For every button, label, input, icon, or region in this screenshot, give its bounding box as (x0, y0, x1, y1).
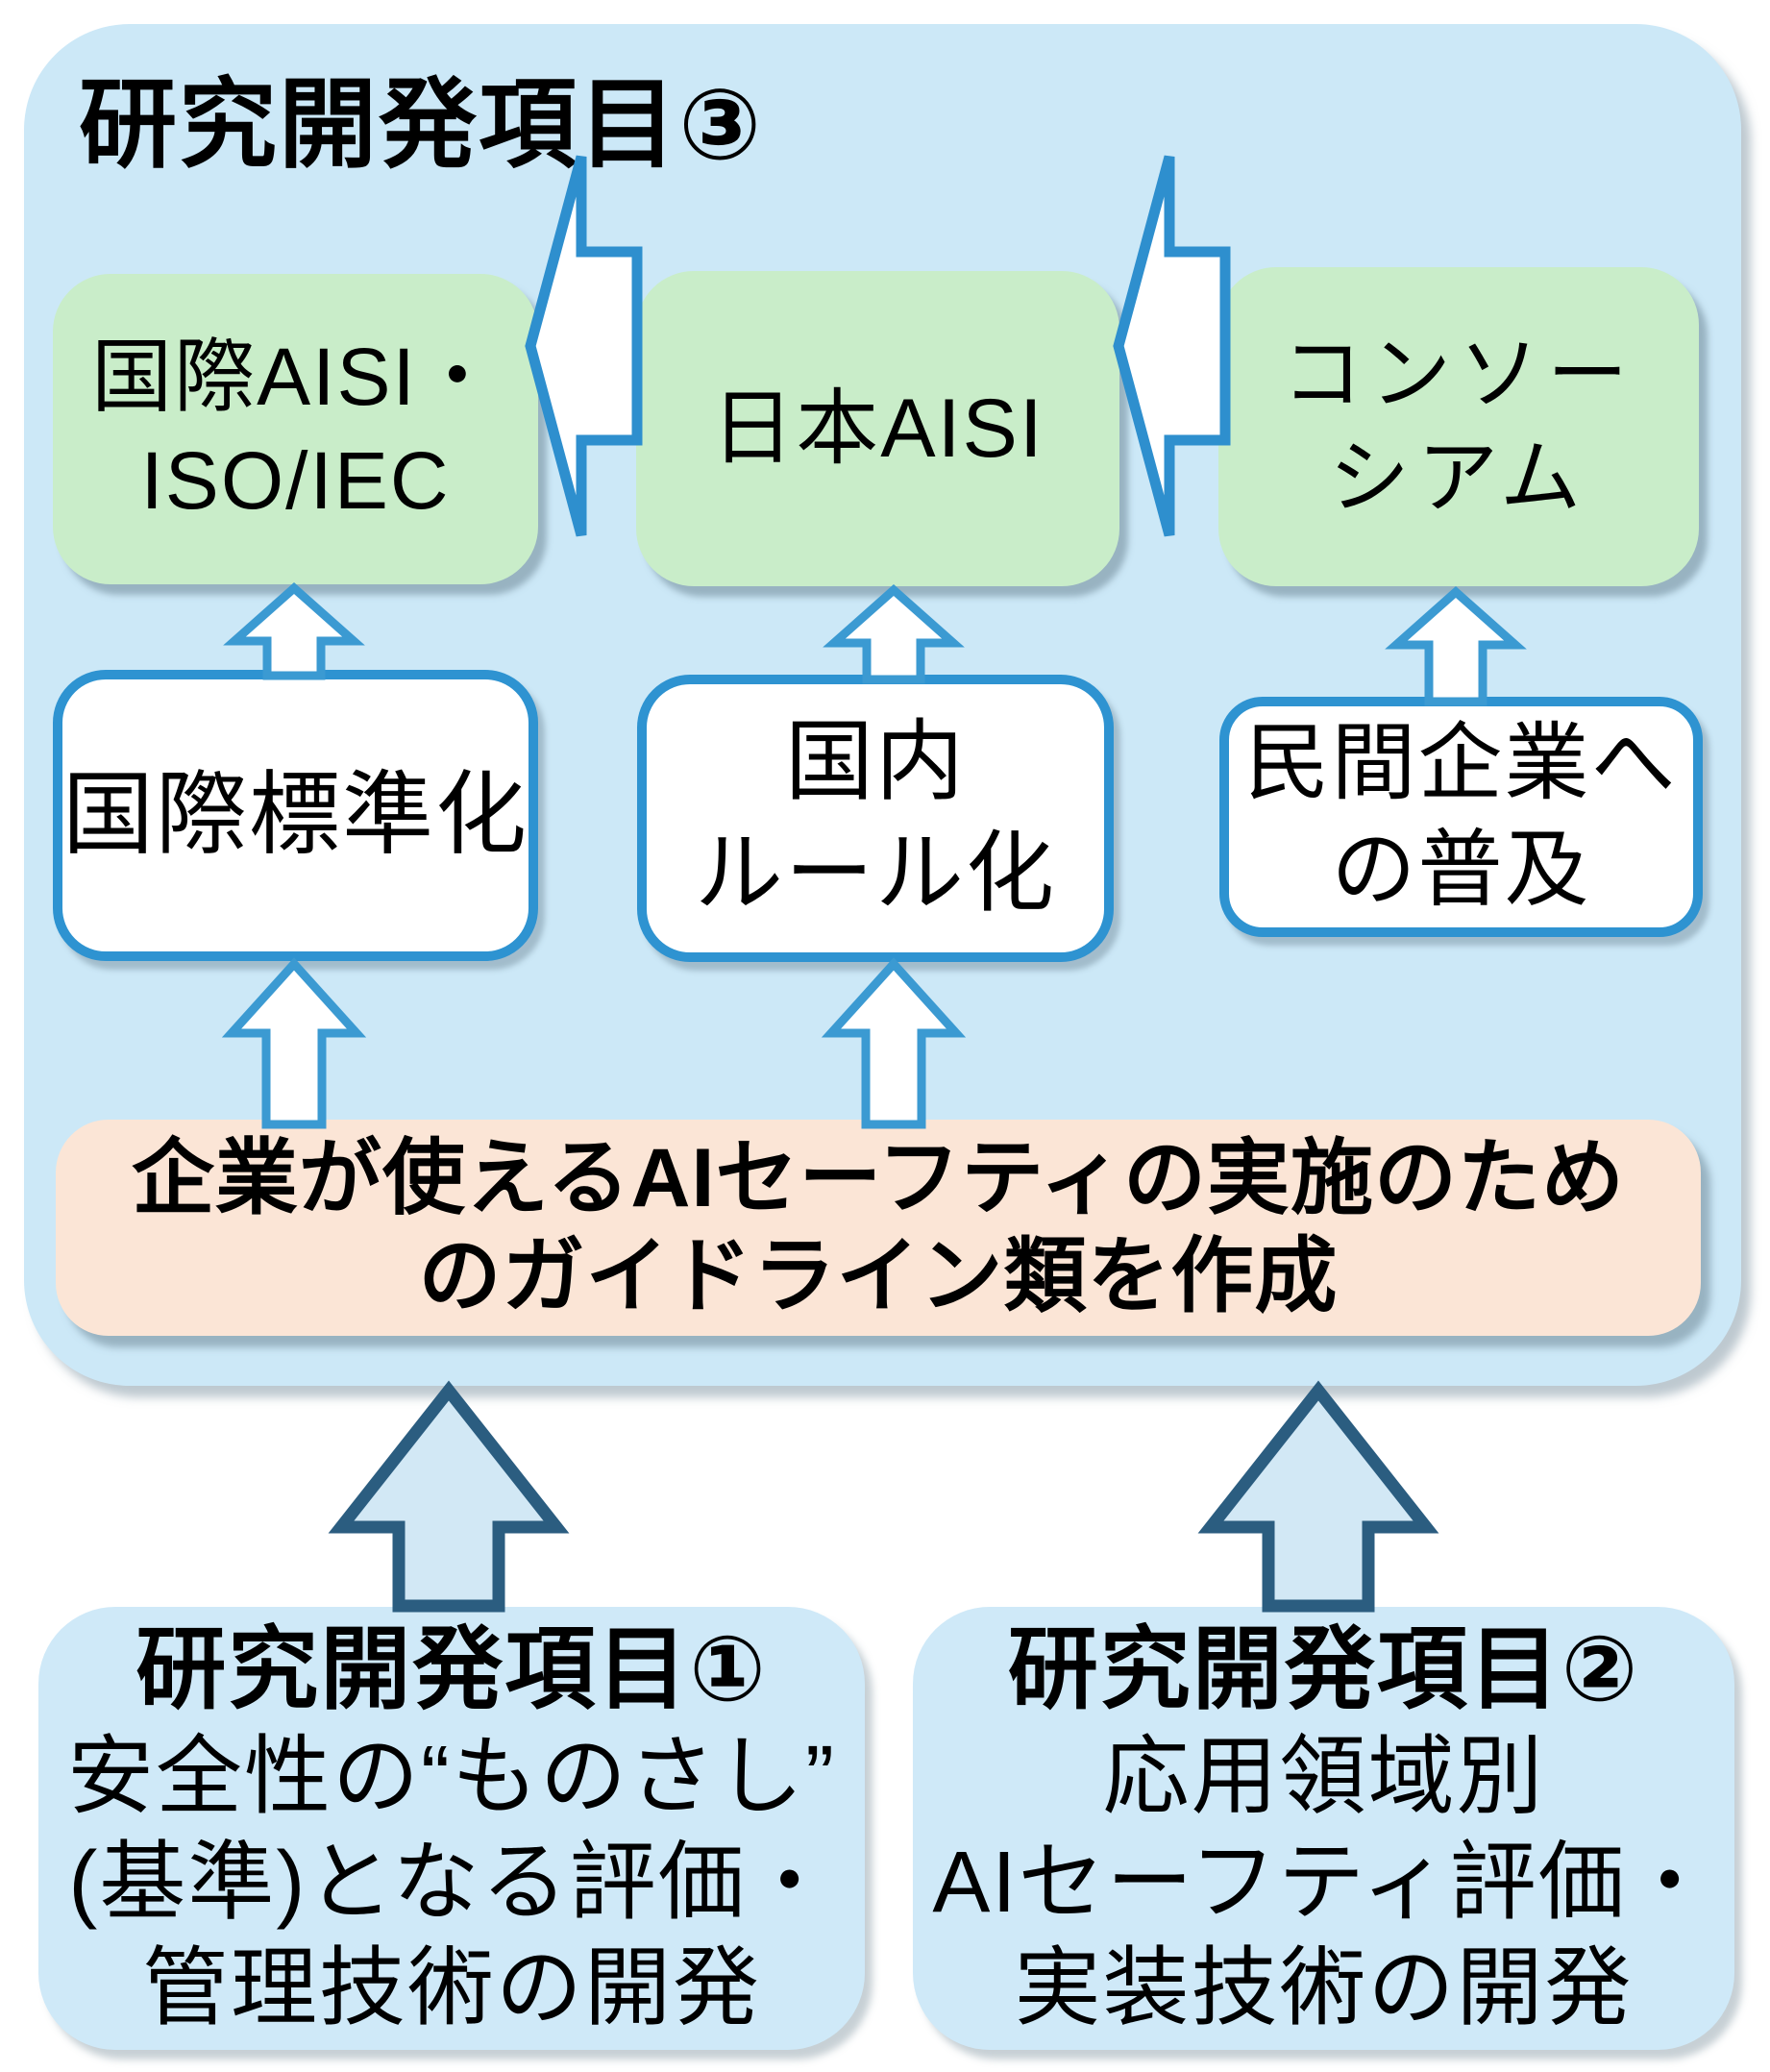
page-title: 研究開発項目③ (79, 70, 764, 180)
node-label-line: のガイドライン類を作成 (418, 1229, 1339, 1322)
research-item1-heading: 研究開発項目① (135, 1618, 768, 1720)
node-label-line: の普及 (1331, 822, 1591, 917)
node-label-line: 日本AISI (711, 382, 1045, 475)
node-japan-aisi: 日本AISI (636, 271, 1119, 586)
node-label-line: 国内 (784, 712, 966, 811)
big-up-block-arrow-icon-item1 (328, 1380, 570, 1613)
node-label-line: 管理技術の開発 (142, 1939, 761, 2036)
node-label-line: シアム (1328, 432, 1589, 523)
research-item2-heading: 研究開発項目② (1007, 1618, 1640, 1720)
research-item2-box: 研究開発項目② 応用領域別 AIセーフティ評価・ 実装技術の開発 (913, 1607, 1734, 2050)
node-label-line: ISO/IEC (140, 434, 451, 526)
node-domestic-rules: 国内 ルール化 (637, 675, 1114, 962)
node-label-line: 企業が使えるAIセーフティの実施のため (131, 1132, 1626, 1225)
node-label-line: 国際AISI・ (91, 331, 500, 422)
node-guidelines: 企業が使えるAIセーフティの実施のため のガイドライン類を作成 (56, 1120, 1701, 1336)
node-label-line: 民間企業へ (1244, 715, 1678, 811)
big-up-block-arrow-icon-item2 (1197, 1380, 1439, 1613)
research-item1-box: 研究開発項目① 安全性の“ものさし” (基準)となる評価・ 管理技術の開発 (38, 1607, 865, 2050)
node-international-standardization: 国際標準化 (53, 670, 538, 961)
node-label-line: 安全性の“ものさし” (67, 1729, 836, 1826)
node-label-line: ルール化 (694, 824, 1056, 923)
node-label-line: コンソー (1281, 329, 1635, 420)
node-label-line: (基準)となる評価・ (68, 1834, 835, 1931)
node-label-line: 応用領域別 (1102, 1729, 1545, 1826)
node-international-aisi-iso-iec: 国際AISI・ ISO/IEC (53, 274, 538, 584)
node-label-line: 国際標準化 (62, 763, 529, 866)
node-label-line: AIセーフティ評価・ (932, 1834, 1715, 1931)
node-label-line: 実装技術の開発 (1014, 1939, 1634, 2036)
node-consortium: コンソー シアム (1218, 267, 1699, 586)
node-private-company-dissemination: 民間企業へ の普及 (1219, 697, 1703, 937)
